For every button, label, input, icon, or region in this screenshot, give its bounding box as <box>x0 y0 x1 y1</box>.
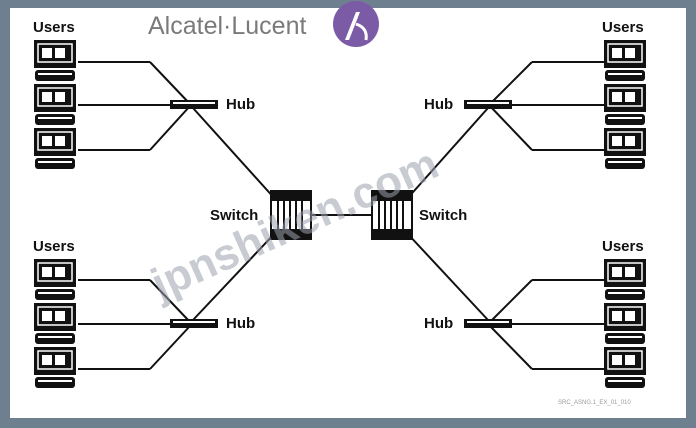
figure-code: SRC_ASNG.1_EX_01_010 <box>558 400 631 406</box>
users-label-bottom-left: Users <box>33 238 75 255</box>
user-computer-icon <box>34 84 76 125</box>
hub-top-left: Hub <box>170 96 255 113</box>
link-user-hub <box>149 61 191 105</box>
link-user-hub <box>149 279 191 323</box>
link-user-hub <box>489 105 533 151</box>
users-label-top-right: Users <box>602 19 644 36</box>
link-hub-switch <box>405 231 489 321</box>
user-computer-icon <box>604 259 646 300</box>
switch-left: Switch <box>210 190 312 240</box>
diagram-panel <box>10 8 686 418</box>
hub-bottom-left: Hub <box>170 315 255 332</box>
switch-label: Switch <box>419 207 467 224</box>
hub-bottom-right: Hub <box>424 315 512 332</box>
user-computer-icon <box>604 303 646 344</box>
user-computer-icon <box>34 347 76 388</box>
hub-label: Hub <box>424 96 453 113</box>
hub-top-right: Hub <box>424 96 512 113</box>
hub-label: Hub <box>226 96 255 113</box>
hub-icon <box>170 319 218 328</box>
switch-label: Switch <box>210 207 258 224</box>
user-computer-icon <box>604 84 646 125</box>
switch-right: Switch <box>371 190 467 240</box>
user-computer-icon <box>34 259 76 300</box>
link-user-hub <box>149 105 191 151</box>
link-hub-switch <box>192 107 277 201</box>
hub-label: Hub <box>226 315 255 332</box>
link-user-hub <box>149 325 191 370</box>
users-label-bottom-right: Users <box>602 238 644 255</box>
switch-icon <box>270 190 312 240</box>
link-user-hub <box>489 325 533 370</box>
user-computer-icon <box>604 40 646 81</box>
hub-label: Hub <box>424 315 453 332</box>
user-computer-icon <box>604 347 646 388</box>
hub-icon <box>464 100 512 109</box>
link-hub-switch <box>405 107 489 201</box>
users-label-top-left: Users <box>33 19 75 36</box>
link-user-hub <box>489 279 533 323</box>
user-computer-icon <box>34 40 76 81</box>
alcatel-lucent-logo-icon <box>333 1 379 47</box>
hub-icon <box>170 100 218 109</box>
switch-icon <box>371 190 413 240</box>
hub-icon <box>464 319 512 328</box>
users-layer <box>34 40 646 388</box>
link-hub-switch <box>192 231 277 321</box>
user-computer-icon <box>34 303 76 344</box>
brand-name: Alcatel·Lucent <box>148 12 306 40</box>
link-user-hub <box>489 61 533 105</box>
user-computer-icon <box>34 128 76 169</box>
user-computer-icon <box>604 128 646 169</box>
